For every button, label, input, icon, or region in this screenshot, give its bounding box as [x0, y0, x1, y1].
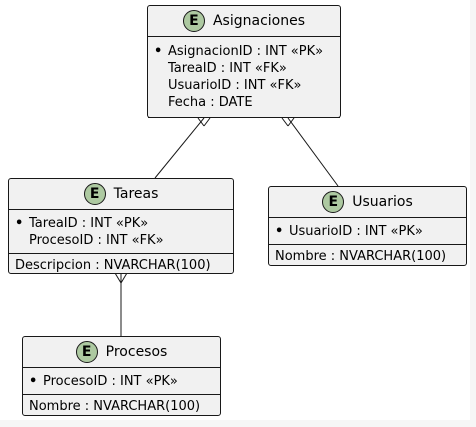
entity-title: Usuarios: [352, 194, 413, 210]
entity-empty-section: [148, 117, 340, 126]
attribute-row: Descripcion : NVARCHAR(100): [15, 257, 227, 274]
primary-key-field: TareaID : INT «PK»: [29, 216, 149, 231]
primary-key-row: • UsuarioID : INT «PK»: [275, 223, 460, 240]
entity-attributes: Nombre : NVARCHAR(100): [23, 394, 220, 417]
entity-header: E Tareas: [9, 179, 233, 210]
attribute: Nombre : NVARCHAR(100): [29, 399, 201, 414]
attribute-row: Nombre : NVARCHAR(100): [29, 398, 214, 415]
edge-tareas-procesos: [114, 272, 128, 336]
entity-attributes: Descripcion : NVARCHAR(100): [9, 253, 233, 276]
entity-marker-icon: E: [322, 191, 345, 213]
attribute: Descripcion : NVARCHAR(100): [15, 258, 211, 273]
field: TareaID : INT «FK»: [168, 61, 287, 76]
attribute-row: Nombre : NVARCHAR(100): [275, 248, 460, 265]
entity-marker-icon: E: [75, 341, 98, 363]
field-row: UsuarioID : INT «FK»: [154, 77, 334, 94]
entity-header: E Procesos: [23, 337, 220, 368]
key-bullet-icon: •: [275, 224, 284, 239]
entity-usuarios[interactable]: E Usuarios • UsuarioID : INT «PK» Nombre …: [268, 186, 467, 266]
key-bullet-icon: •: [154, 44, 163, 59]
primary-key-row: • TareaID : INT «PK»: [15, 215, 227, 232]
edge-asignaciones-tareas: [154, 117, 211, 179]
field-row: Fecha : DATE: [154, 94, 334, 111]
key-bullet-icon: •: [15, 216, 24, 231]
field-row: TareaID : INT «FK»: [154, 60, 334, 77]
entity-fields: • AsignacionID : INT «PK» TareaID : INT «…: [148, 37, 340, 117]
entity-header: E Asignaciones: [148, 6, 340, 37]
entity-title: Tareas: [113, 186, 159, 202]
field: UsuarioID : INT «FK»: [168, 78, 302, 93]
primary-key-field: UsuarioID : INT «PK»: [289, 224, 423, 239]
entity-fields: • TareaID : INT «PK» ProcesoID : INT «FK»: [9, 210, 233, 253]
entity-marker-icon: E: [83, 183, 106, 205]
field: Fecha : DATE: [168, 95, 253, 110]
primary-key-row: • AsignacionID : INT «PK»: [154, 43, 334, 60]
entity-attributes: Nombre : NVARCHAR(100): [269, 244, 466, 267]
entity-procesos[interactable]: E Procesos • ProcesoID : INT «PK» Nombre …: [22, 336, 221, 416]
edge-asignaciones-usuarios: [281, 117, 339, 187]
primary-key-field: AsignacionID : INT «PK»: [168, 44, 324, 59]
primary-key-row: • ProcesoID : INT «PK»: [29, 373, 214, 390]
key-bullet-icon: •: [29, 374, 38, 389]
entity-title: Asignaciones: [212, 13, 306, 29]
entity-title: Procesos: [105, 344, 168, 360]
entity-asignaciones[interactable]: E Asignaciones • AsignacionID : INT «PK» …: [147, 5, 341, 118]
field: ProcesoID : INT «FK»: [29, 233, 164, 248]
entity-header: E Usuarios: [269, 187, 466, 218]
field-row: ProcesoID : INT «FK»: [15, 232, 227, 249]
entity-fields: • UsuarioID : INT «PK»: [269, 218, 466, 244]
attribute: Nombre : NVARCHAR(100): [275, 249, 447, 264]
entity-fields: • ProcesoID : INT «PK»: [23, 368, 220, 394]
entity-tareas[interactable]: E Tareas • TareaID : INT «PK» ProcesoID :…: [8, 178, 234, 274]
entity-marker-icon: E: [182, 10, 205, 32]
primary-key-field: ProcesoID : INT «PK»: [43, 374, 178, 389]
